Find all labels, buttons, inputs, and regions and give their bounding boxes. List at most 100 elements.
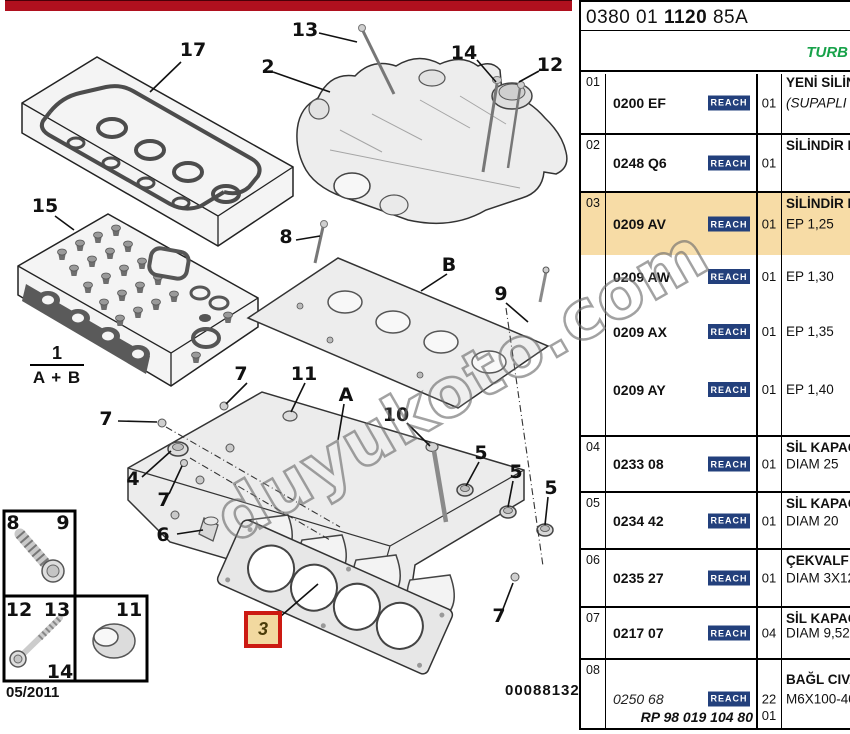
row-ref: 04 (586, 440, 600, 454)
reach-badge[interactable]: REACH (708, 216, 750, 232)
desc-line-1: SİL KAPAĞ (786, 496, 850, 511)
reach-badge[interactable]: REACH (708, 95, 750, 110)
callout-8: 8 (6, 512, 19, 534)
callout-11: 11 (291, 363, 317, 385)
reach-badge[interactable]: REACH (708, 456, 750, 472)
callout-13: 13 (44, 599, 70, 621)
catalog-code: 0380 01 1120 85A (581, 2, 850, 31)
callout-7: 7 (99, 408, 112, 430)
part-number[interactable]: 0209 AY (613, 382, 666, 398)
desc-line-2: DIAM 3X12 (786, 570, 850, 586)
desc-line-2: (SUPAPLI (786, 95, 847, 110)
part-number[interactable]: 0200 EF (613, 94, 666, 111)
top-red-bar (5, 0, 572, 11)
catalog-code-prefix: 0380 01 (586, 7, 659, 28)
exhaust-gasket-silhouette (22, 284, 150, 374)
desc-line-1: ÇEKVALF (786, 553, 849, 568)
qty-value: 01 (761, 155, 777, 171)
qty-value: 01 (761, 456, 777, 472)
gasket-kit-box (17, 213, 259, 387)
callout-B: B (442, 254, 456, 276)
qty-value: 01 (761, 95, 777, 110)
callout-7: 7 (157, 489, 170, 511)
head-gasket-part (216, 519, 454, 675)
callout-10: 10 (383, 404, 409, 426)
desc-line-1: YENİ SİLİN (786, 75, 850, 90)
part-number[interactable]: 0248 Q6 (613, 155, 667, 171)
cover-bolts (313, 24, 525, 264)
row-ref: 06 (586, 553, 600, 567)
part-item[interactable]: 0200 EF REACH 01 YENİ SİLİN (SUPAPLI (581, 72, 850, 133)
highlighted-callout-3[interactable]: 3 (244, 611, 282, 648)
part-footer: RP 98 019 104 80 (640, 709, 753, 725)
parts-row-group: 01 0200 EF REACH 01 YENİ SİLİN (SUPAPLI (581, 72, 850, 135)
qty-value: 01 (761, 216, 777, 232)
desc-line-2: EP 1,35 (786, 324, 834, 339)
catalog-code-bold: 1120 (663, 7, 708, 28)
part-item[interactable]: 0235 27 REACH 01 ÇEKVALF DIAM 3X12 (581, 550, 850, 606)
desc-line-1: SİL KAPAĞ (786, 440, 850, 455)
part-item[interactable]: 0233 08 REACH 01 SİL KAPAĞDIAM 25 (581, 437, 850, 491)
part-number[interactable]: 0235 27 (613, 570, 664, 586)
fraction-label: 1 A + B (28, 344, 86, 387)
callout-13: 13 (292, 19, 318, 41)
reach-badge[interactable]: REACH (708, 570, 750, 586)
reach-badge[interactable]: REACH (708, 625, 750, 641)
desc-line-2: DIAM 25 (786, 456, 839, 472)
inset-long-bolt (9, 615, 63, 668)
callout-12: 12 (6, 599, 32, 621)
qty-value: 01 (761, 570, 777, 586)
assembly-axes (165, 307, 544, 567)
part-number[interactable]: 0233 08 (613, 456, 664, 472)
table-divider-3 (781, 74, 782, 730)
row-ref: 03 (586, 196, 600, 210)
inset-boxes (2, 509, 149, 683)
reach-badge[interactable]: REACH (708, 691, 750, 707)
reach-badge[interactable]: REACH (708, 513, 750, 528)
table-divider-1 (605, 74, 606, 730)
reach-badge[interactable]: REACH (708, 269, 750, 284)
callout-12: 12 (537, 54, 563, 76)
parts-row-group: 04 0233 08 REACH 01 SİL KAPAĞDIAM 25 (581, 437, 850, 493)
callout-6: 6 (156, 524, 169, 546)
callout-4: 4 (126, 468, 139, 490)
reach-badge[interactable]: REACH (708, 382, 750, 397)
part-number[interactable]: 0250 68 (613, 690, 664, 707)
callout-2: 2 (261, 56, 274, 78)
qty-value: 01 (761, 382, 777, 397)
desc-line-2: DIAM 20 (786, 513, 839, 528)
callout-14: 14 (47, 661, 73, 683)
table-divider-2 (756, 74, 758, 730)
part-number[interactable]: 0217 07 (613, 625, 664, 641)
drawing-number: 00088132 (505, 682, 580, 699)
row-ref: 01 (586, 75, 600, 89)
reach-badge[interactable]: REACH (708, 324, 750, 339)
fraction-top: 1 (51, 343, 62, 363)
part-number[interactable]: 0234 42 (613, 512, 664, 529)
variant-label: TURB (581, 31, 850, 72)
part-number[interactable]: 0209 AV (613, 216, 666, 232)
desc-line-2: DIAM 9,525 (786, 625, 850, 641)
desc-line-2: EP 1,30 (786, 269, 834, 284)
callout-7: 7 (234, 363, 247, 385)
date-label: 05/2011 (6, 684, 60, 701)
qty-value-2: 01 (761, 708, 777, 723)
fraction-line (30, 364, 84, 366)
reach-badge[interactable]: REACH (708, 155, 750, 171)
part-number[interactable]: 0209 AX (613, 324, 667, 340)
part-number[interactable]: 0209 AW (613, 269, 671, 285)
